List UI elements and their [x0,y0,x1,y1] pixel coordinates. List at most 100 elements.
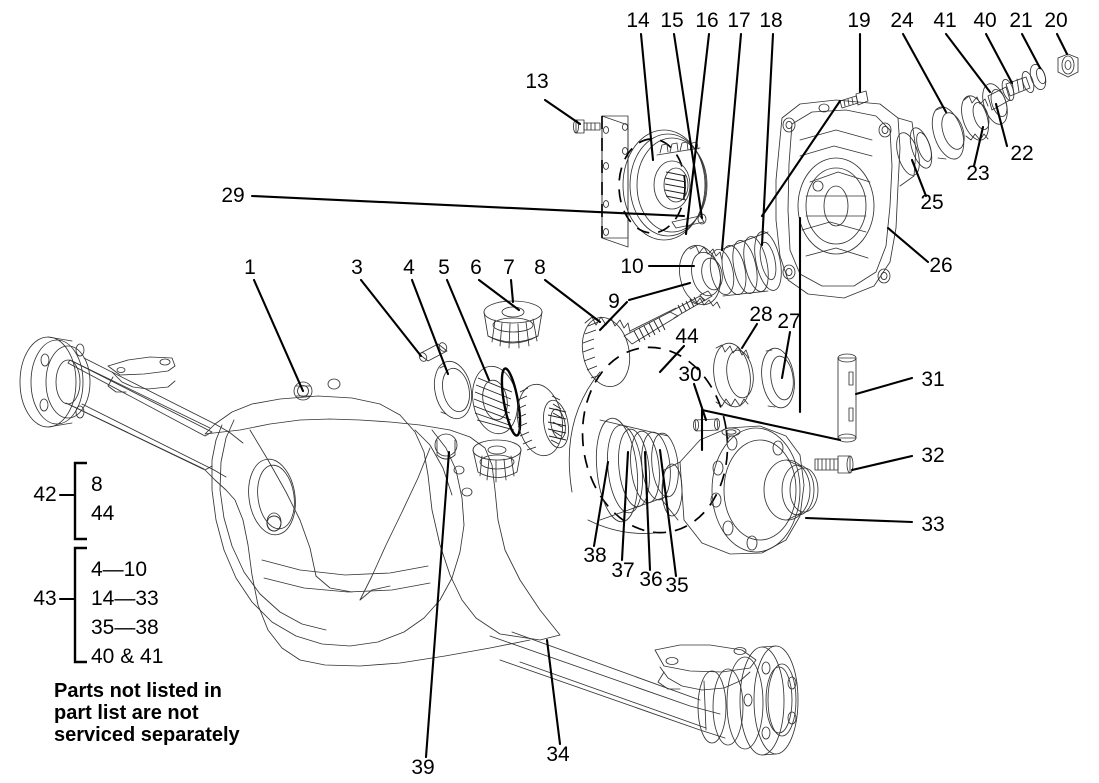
callout-6: 6 [470,256,482,279]
callout-31: 31 [921,368,944,391]
callout-3: 3 [351,256,363,279]
part-27-bearing-cup [761,347,795,409]
service-note-line-0: Parts not listed in [54,680,222,702]
group-43-item-0: 4—10 [91,558,147,581]
callout-27: 27 [777,310,800,333]
group-43: 43 4—10 14—33 35—38 40 & 41 [33,546,163,668]
callout-35: 35 [665,574,688,597]
leader-lines [250,32,1069,759]
part-40-spacer [1001,70,1035,102]
leader-44 [658,344,686,374]
leader-15 [672,32,704,220]
part-22-yoke [987,86,1011,111]
leader-31b [700,408,842,442]
part-3-pin [418,342,448,362]
group-43-bracket [73,546,87,664]
leader-39 [424,450,451,759]
leader-19b [760,99,842,218]
callout-29: 29 [221,184,244,207]
callout-15: 15 [660,9,683,32]
service-note: Parts not listed in part list are not se… [54,680,241,746]
leader-41 [944,32,992,94]
part-7-bevel-gear-bottom [472,439,522,483]
part-19-bolt [839,90,869,109]
callout-numbers: 13 14 15 16 17 18 19 24 41 40 21 20 22 2… [221,9,1067,779]
leader-9b [598,300,629,332]
callout-24: 24 [890,9,914,32]
callout-38: 38 [583,544,606,567]
callout-26: 26 [929,254,952,277]
callout-23: 23 [966,162,989,185]
part-35-38-bearing-stack [595,417,679,523]
leader-7 [509,278,515,304]
leader-3 [359,278,423,358]
leader-29 [250,194,686,218]
leader-13 [543,98,582,126]
leader-36 [643,450,652,572]
part-10-pinion-flange [679,231,782,309]
callout-13: 13 [525,70,548,93]
callout-36: 36 [639,568,662,591]
group-42: 42 8 44 [33,461,115,541]
leader-4 [410,278,450,376]
leader-1 [252,278,305,393]
callout-16: 16 [695,9,718,32]
leader-23 [972,125,985,168]
leader-16 [684,32,711,236]
part-24-bearing-cup [931,106,965,160]
leader-20 [1055,32,1069,56]
leader-34 [545,638,562,746]
brake-backing-plate-assembly [573,115,708,248]
group-43-item-1: 14—33 [91,587,159,610]
leader-5 [445,278,491,382]
part-4-thrust-washer [433,360,473,420]
part-30-roll-pin [692,418,721,432]
leader-35 [658,448,678,578]
callout-19: 19 [847,9,870,32]
group-42-item-0: 8 [91,473,103,496]
right-axle-flange [697,645,799,756]
group-42-bracket [73,461,87,541]
callout-37: 37 [611,559,634,582]
callout-7: 7 [503,256,515,279]
callout-33: 33 [921,513,944,536]
part-28-bearing-cone [713,342,754,408]
leader-32 [850,454,914,472]
service-note-line-2: serviced separately [54,724,241,746]
leader-38 [592,460,610,548]
leader-6 [477,278,521,312]
group-43-item-2: 35—38 [91,616,159,639]
leader-25 [910,158,928,198]
leader-30 [692,382,708,422]
leader-17 [720,32,743,252]
left-axle-flange [19,336,91,428]
callout-25: 25 [920,191,943,214]
callout-14: 14 [626,9,650,32]
service-note-line-1: part list are not [54,702,199,724]
leader-9 [627,281,692,302]
part-20-nut [1057,53,1079,78]
backing-plate [601,115,629,248]
callout-20: 20 [1044,9,1067,32]
callout-30: 30 [678,363,701,386]
leader-21 [1020,32,1042,70]
callout-41: 41 [933,9,956,32]
callout-34: 34 [546,743,570,766]
callout-18: 18 [759,9,782,32]
leader-37 [620,450,630,562]
differential-case [661,425,819,555]
part-21-washer [1029,64,1047,90]
part-31-pinion-shaft [837,353,857,443]
leader-28 [740,322,759,350]
group-42-item-1: 44 [91,502,115,525]
axle-housing-assembly [19,336,799,756]
group-43-item-3: 40 & 41 [91,645,163,668]
leader-14 [639,32,655,162]
part-5-side-gear [472,365,522,437]
group-43-label: 43 [33,587,56,610]
callout-22: 22 [1010,142,1033,165]
part-6-gear [516,383,569,457]
callout-4: 4 [403,256,415,279]
